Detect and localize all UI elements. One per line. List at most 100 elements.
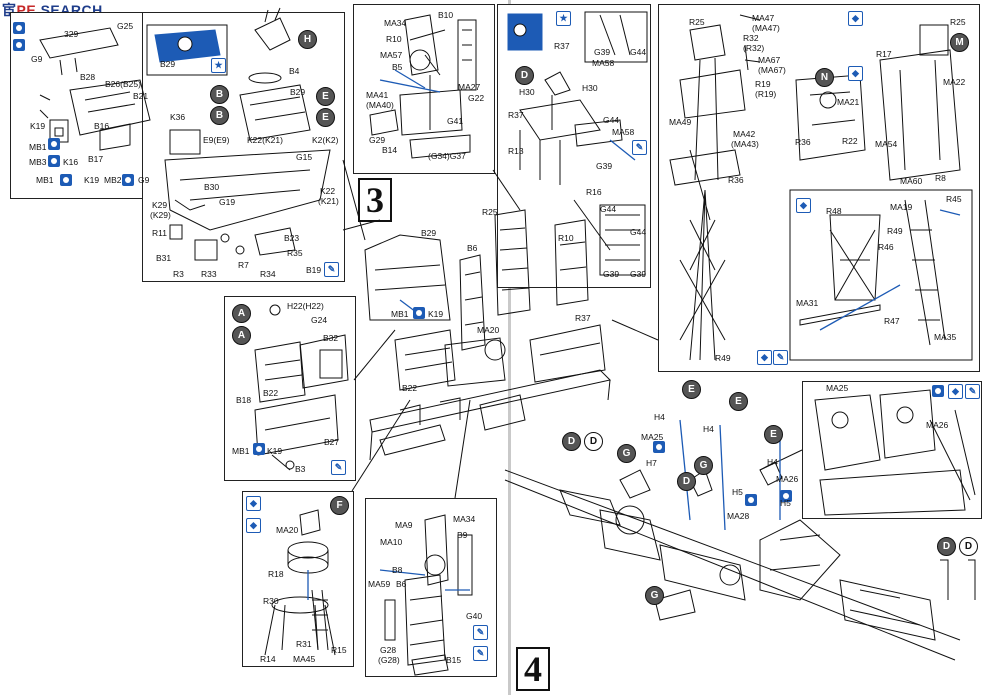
part-label: B17 — [88, 154, 104, 164]
part-label: H7 — [646, 458, 657, 468]
part-label: R32 — [743, 33, 759, 43]
part-label: R45 — [946, 194, 962, 204]
part-label: G40 — [466, 611, 483, 621]
part-label: G29 — [369, 135, 386, 145]
part-label: H30 — [582, 83, 598, 93]
part-label: B9 — [457, 530, 468, 540]
part-label: MA42 — [733, 129, 756, 139]
panel-aa-guns — [802, 381, 982, 519]
part-label: R25 — [950, 17, 966, 27]
part-label: R11 — [152, 228, 167, 238]
part-label: R47 — [884, 316, 900, 326]
part-label: MB1 — [29, 142, 47, 152]
part-label: H4 — [767, 457, 778, 467]
part-label: R22 — [842, 136, 858, 146]
subassembly-badge-M: M — [950, 33, 969, 52]
part-label: R7 — [238, 260, 249, 270]
part-label: G39 — [596, 161, 613, 171]
glue-icon: ✎ — [632, 140, 647, 155]
subassembly-badge-E: E — [764, 425, 783, 444]
part-label: B29 — [160, 59, 176, 69]
part-label: MA57 — [380, 50, 403, 60]
part-label: MA45 — [293, 654, 316, 664]
part-label: MA19 — [890, 202, 913, 212]
subassembly-badge-D: D — [562, 432, 581, 451]
paint-spec-icon — [60, 174, 72, 186]
part-label: G9 — [31, 54, 43, 64]
part-label: MA27 — [458, 82, 481, 92]
part-label: B6 — [467, 243, 478, 253]
paint-spec-icon — [48, 155, 60, 167]
paint-icon: ◆ — [246, 496, 261, 511]
subassembly-badge-D: D — [959, 537, 978, 556]
part-label: B18 — [236, 395, 252, 405]
part-label: (MA40) — [366, 100, 394, 110]
subassembly-badge-G: G — [645, 586, 664, 605]
part-label: MB2 — [104, 175, 122, 185]
glue-icon: ✎ — [331, 460, 346, 475]
part-label: R13 — [508, 146, 524, 156]
part-label: H4 — [703, 424, 714, 434]
part-label: B19 — [306, 265, 322, 275]
part-label: B3 — [295, 464, 306, 474]
paint-spec-icon — [13, 39, 25, 51]
part-label: MA26 — [776, 474, 799, 484]
step-number-4: 4 — [516, 647, 550, 691]
part-label: MB1 — [36, 175, 54, 185]
part-label: (MA47) — [752, 23, 780, 33]
part-label: MA41 — [366, 90, 389, 100]
part-label: MB3 — [29, 157, 47, 167]
part-label: B22 — [263, 388, 279, 398]
paint-spec-icon — [122, 174, 134, 186]
subassembly-badge-D: D — [937, 537, 956, 556]
part-label: R10 — [558, 233, 574, 243]
part-label: R31 — [296, 639, 312, 649]
part-label: (K29) — [150, 210, 171, 220]
part-label: MA28 — [727, 511, 750, 521]
part-label: MA49 — [669, 117, 692, 127]
part-label: MA59 — [368, 579, 391, 589]
glue-icon: ✎ — [473, 625, 488, 640]
part-label: MA34 — [384, 18, 407, 28]
part-label: MA20 — [276, 525, 299, 535]
part-label: R36 — [795, 137, 811, 147]
part-label: B27 — [324, 437, 340, 447]
paint-icon: ◆ — [848, 11, 863, 26]
part-label: E9(E9) — [203, 135, 230, 145]
part-label: R17 — [876, 49, 892, 59]
part-label: R33 — [201, 269, 217, 279]
part-label: K19 — [84, 175, 100, 185]
part-label: G25 — [117, 21, 134, 31]
glue-icon: ✎ — [773, 350, 788, 365]
part-label: R8 — [935, 173, 946, 183]
part-label: B29 — [290, 87, 306, 97]
part-label: K22(K21) — [247, 135, 283, 145]
part-label: R34 — [260, 269, 276, 279]
part-label: R18 — [268, 569, 284, 579]
part-label: MA10 — [380, 537, 403, 547]
part-label: G44 — [600, 204, 617, 214]
part-label: B31 — [156, 253, 172, 263]
part-label: MA60 — [900, 176, 923, 186]
part-label: G28 — [380, 645, 397, 655]
part-label: K19 — [428, 309, 444, 319]
part-label: MA67 — [758, 55, 781, 65]
part-label: R37 — [508, 110, 524, 120]
part-label: R49 — [887, 226, 903, 236]
part-label: R3 — [173, 269, 184, 279]
glue-icon: ✎ — [965, 384, 980, 399]
part-label: K16 — [63, 157, 79, 167]
part-label: R36 — [728, 175, 744, 185]
part-label: (G34)G37 — [428, 151, 466, 161]
part-label: B10 — [438, 10, 454, 20]
part-label: H22(H22) — [287, 301, 324, 311]
part-label: R19 — [755, 79, 771, 89]
part-label: R15 — [331, 645, 347, 655]
part-label: (K21) — [318, 196, 339, 206]
part-label: B26(B25) — [105, 79, 141, 89]
subassembly-badge-E: E — [316, 87, 335, 106]
part-label: B32 — [323, 333, 339, 343]
part-label: H30 — [519, 87, 535, 97]
part-label: B4 — [289, 66, 300, 76]
part-label: G22 — [468, 93, 485, 103]
